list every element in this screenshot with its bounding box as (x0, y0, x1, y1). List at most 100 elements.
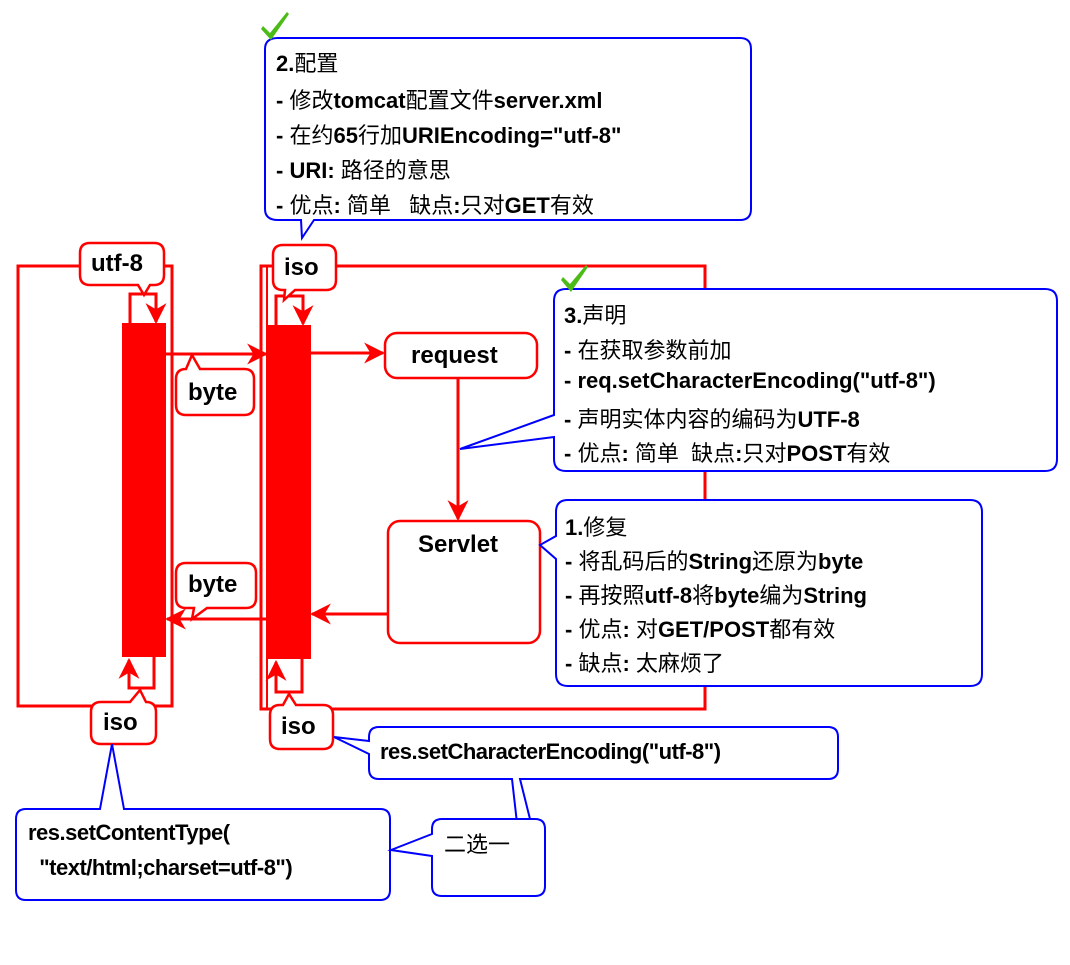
config-line: - 在约65行加URIEncoding="utf-8" (276, 118, 621, 150)
utf8-bubble (78, 241, 166, 298)
line-segment: String (688, 549, 753, 574)
line-segment: tomcat (333, 88, 406, 113)
server-in-encoding-label: iso (284, 254, 319, 281)
line-segment: 在约 (289, 123, 334, 148)
line-segment: String (803, 583, 867, 608)
server-iso-top-bubble (271, 243, 338, 304)
byte-request-label: byte (188, 379, 238, 406)
declare-line: - 在获取参数前加 (564, 333, 731, 365)
res-content-type-line1: res.setContentType( (28, 820, 230, 845)
choose-one-callout-shape (387, 818, 546, 897)
res-content-type-callout-shape (15, 743, 391, 901)
line-segment: 优点 (577, 441, 622, 466)
line-segment: 有效 (549, 193, 594, 218)
line-segment: 65 (333, 123, 358, 148)
servlet-node (386, 519, 542, 645)
line-segment: : (621, 441, 635, 466)
res-char-encoding-callout-shape (333, 726, 839, 824)
line-segment: - (276, 88, 290, 113)
request-node (383, 331, 539, 380)
line-segment: - (565, 651, 579, 676)
client-out-encoding-label: iso (103, 709, 138, 736)
config-line: - 优点: 简单 缺点:只对GET有效 (276, 188, 594, 220)
declare-line: - 声明实体内容的编码为UTF-8 (564, 402, 860, 434)
line-segment: URIEncoding="utf-8" (401, 123, 622, 148)
config-title: 2.配置 (276, 46, 338, 78)
line-segment: - (564, 338, 578, 363)
line-segment: 太麻烦了 (635, 651, 724, 676)
repair-title-text: 修复 (583, 515, 628, 540)
config-line: - 修改tomcat配置文件server.xml (276, 83, 602, 115)
line-segment: - (565, 549, 579, 574)
config-callout-shape (264, 37, 752, 242)
servlet-label: Servlet (418, 531, 499, 558)
declare-line: - 优点: 简单 缺点:只对POST有效 (564, 436, 890, 468)
line-segment: : (333, 193, 347, 218)
client-bottom-loop-arrow (118, 657, 156, 690)
byte-request-bubble (174, 352, 256, 417)
line-segment: byte (818, 549, 864, 574)
line-segment: - (565, 617, 579, 642)
line-segment: - (276, 193, 290, 218)
repair-line: - 缺点: 太麻烦了 (565, 646, 724, 678)
repair-line: - 优点: 对GET/POST都有效 (565, 612, 835, 644)
line-segment: 再按照 (578, 583, 645, 608)
line-segment: 优点 (578, 617, 623, 642)
config-check-icon (261, 12, 289, 40)
line-segment: - (564, 407, 578, 432)
request-label: request (411, 342, 498, 369)
line-segment: 简单 缺点 (346, 193, 454, 218)
repair-line: - 将乱码后的String还原为byte (565, 544, 863, 576)
line-segment: 行加 (357, 123, 402, 148)
server-iso-bottom-bubble (268, 691, 335, 751)
server-top-loop-arrow (274, 294, 314, 327)
line-segment: - URI: (276, 158, 341, 183)
line-segment: POST (786, 441, 847, 466)
line-segment: : (622, 617, 636, 642)
line-segment: 缺点 (578, 651, 623, 676)
declare-line: - req.setCharacterEncoding("utf-8") (564, 368, 936, 394)
client-top-loop-arrow (128, 292, 167, 325)
config-title-num: 2. (276, 51, 295, 76)
server-bottom-loop-arrow (265, 659, 304, 694)
declare-title: 3.声明 (564, 298, 626, 330)
line-segment: 编为 (759, 583, 804, 608)
line-segment: 在获取参数前加 (577, 338, 732, 363)
config-line: - URI: 路径的意思 (276, 153, 451, 185)
client-encoding-label: utf-8 (91, 250, 143, 277)
line-segment: - (276, 123, 290, 148)
line-segment: 优点 (289, 193, 334, 218)
client-encoder-bar (122, 323, 166, 657)
line-segment: 简单 缺点 (634, 441, 736, 466)
repair-title-num: 1. (565, 515, 584, 540)
line-segment: : (622, 651, 636, 676)
repair-title: 1.修复 (565, 510, 627, 542)
line-segment: 将 (692, 583, 715, 608)
line-segment: 配置文件 (405, 88, 494, 113)
line-segment: 只对 (460, 193, 505, 218)
byte-response-bubble (174, 561, 258, 622)
line-segment: 路径的意思 (340, 158, 451, 183)
res-content-type-line2: "text/html;charset=utf-8") (28, 855, 293, 880)
line-segment: byte (714, 583, 760, 608)
res-char-encoding-text: res.setCharacterEncoding("utf-8") (380, 739, 721, 764)
line-segment: GET/POST (657, 617, 770, 642)
line-segment: 对 (635, 617, 658, 642)
line-segment: 都有效 (769, 617, 836, 642)
line-segment: server.xml (493, 88, 603, 113)
line-segment: : (735, 441, 743, 466)
repair-line: - 再按照utf-8将byte编为String (565, 578, 867, 610)
line-segment: UTF-8 (797, 407, 860, 432)
declare-title-num: 3. (564, 303, 583, 328)
repair-callout-shape (538, 499, 983, 687)
line-segment: : (453, 193, 461, 218)
server-encoder-bar (267, 325, 311, 659)
line-segment: 修改 (289, 88, 334, 113)
line-segment: GET (504, 193, 550, 218)
line-segment: 声明实体内容的编码为 (577, 407, 798, 432)
line-segment: 只对 (742, 441, 787, 466)
declare-callout-shape (459, 288, 1058, 472)
client-iso-bubble (89, 687, 158, 746)
line-segment: - req.setCharacterEncoding("utf-8") (564, 368, 936, 393)
